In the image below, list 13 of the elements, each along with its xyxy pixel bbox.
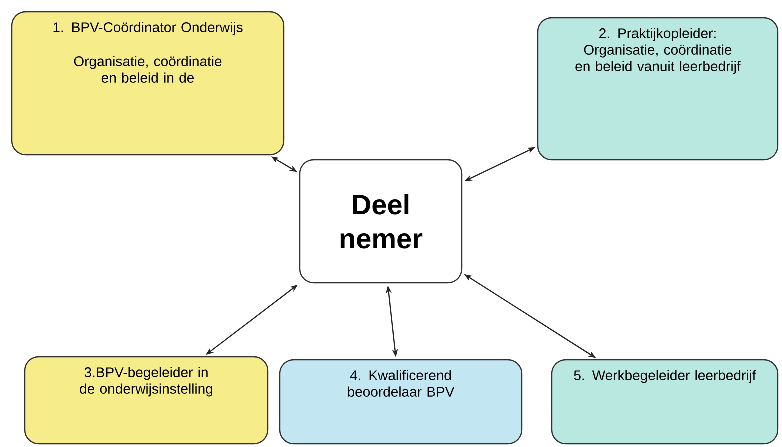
node-label: 4. Kwalificerend beoordelaar BPV	[348, 370, 455, 397]
role-box	[551, 359, 779, 445]
node-label: 3.BPV-begeleider in de onderwijsinstelling	[80, 367, 212, 397]
role-box	[11, 11, 285, 156]
node-label: 2. Praktijkopleider: Organisatie, coördinatie en beleid vanuit leerbedrijf	[576, 28, 741, 74]
center-box	[299, 159, 463, 284]
node-label: 1. BPV-Coördinator Onderwijs	[54, 22, 243, 36]
role-box	[537, 17, 779, 161]
node-label: 5. Werkbegeleider leerbedrijf	[574, 370, 756, 384]
node-label: Deel nemer	[340, 194, 423, 249]
role-box	[279, 359, 523, 445]
role-box	[24, 356, 269, 445]
node-label: Organisatie, coördinatie en beleid in de	[74, 56, 222, 83]
